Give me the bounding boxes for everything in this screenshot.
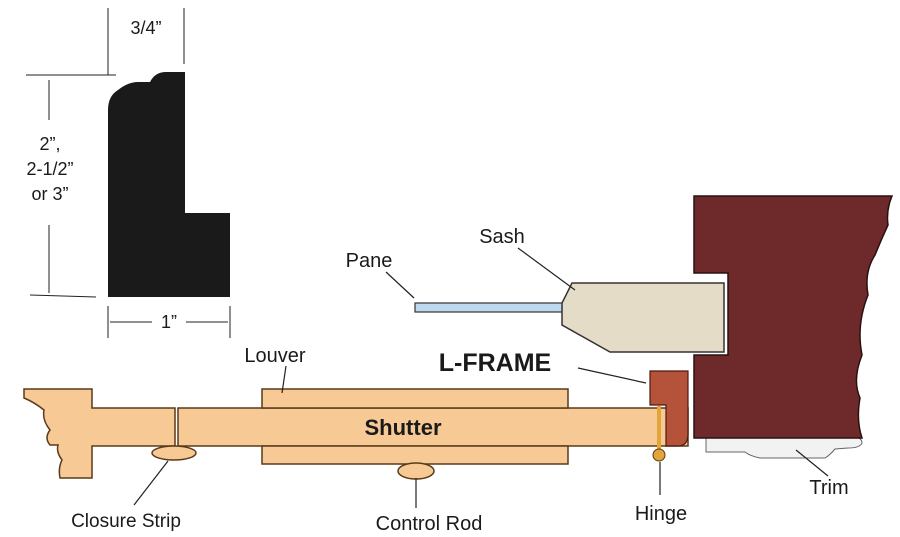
leader-pane: [385, 271, 415, 299]
l-frame-profile: [108, 72, 230, 297]
closure-strip-knob: [151, 445, 197, 461]
profile-section: 3/4” 2”, 2-1/2” or 3” 1”: [26, 8, 231, 338]
dim-height-line1: 2”,: [39, 134, 60, 154]
control-rod-end: [397, 462, 435, 480]
label-trim: Trim: [809, 477, 848, 499]
label-l-frame: L-FRAME: [439, 349, 551, 377]
hinge: [652, 448, 666, 462]
dim-height-line3: or 3”: [31, 184, 68, 204]
leader-closure-strip: [133, 460, 169, 506]
l-frame: [649, 370, 689, 447]
wall-assembly: [693, 195, 894, 459]
louver-top: [261, 388, 569, 409]
closure-strip-section: [23, 388, 176, 479]
dim-width-bottom: 1”: [161, 312, 177, 332]
label-pane: Pane: [346, 250, 393, 272]
label-sash: Sash: [479, 226, 525, 248]
sash: [561, 282, 725, 353]
leader-lines: [133, 247, 829, 508]
dim-line-height-bottom-tick: [29, 294, 97, 298]
leader-louver: [281, 365, 287, 394]
wall: [693, 195, 894, 439]
dim-height-line2: 2-1/2”: [26, 159, 73, 179]
label-closure-strip: Closure Strip: [71, 511, 181, 532]
shutter-assembly: [23, 370, 689, 480]
dim-width-top: 3/4”: [130, 18, 161, 38]
labels: Pane Sash Louver L-FRAME Shutter Closure…: [71, 226, 849, 535]
window-sash-assembly: [414, 282, 725, 353]
pane: [414, 302, 576, 313]
leader-sash: [517, 247, 576, 291]
leader-l-frame: [577, 367, 647, 384]
label-control-rod: Control Rod: [376, 513, 483, 535]
label-shutter: Shutter: [365, 415, 442, 440]
louver-bottom: [261, 445, 569, 465]
leader-trim: [795, 449, 829, 477]
window-trim: [705, 436, 863, 459]
label-hinge: Hinge: [635, 503, 687, 525]
label-louver: Louver: [244, 345, 305, 367]
